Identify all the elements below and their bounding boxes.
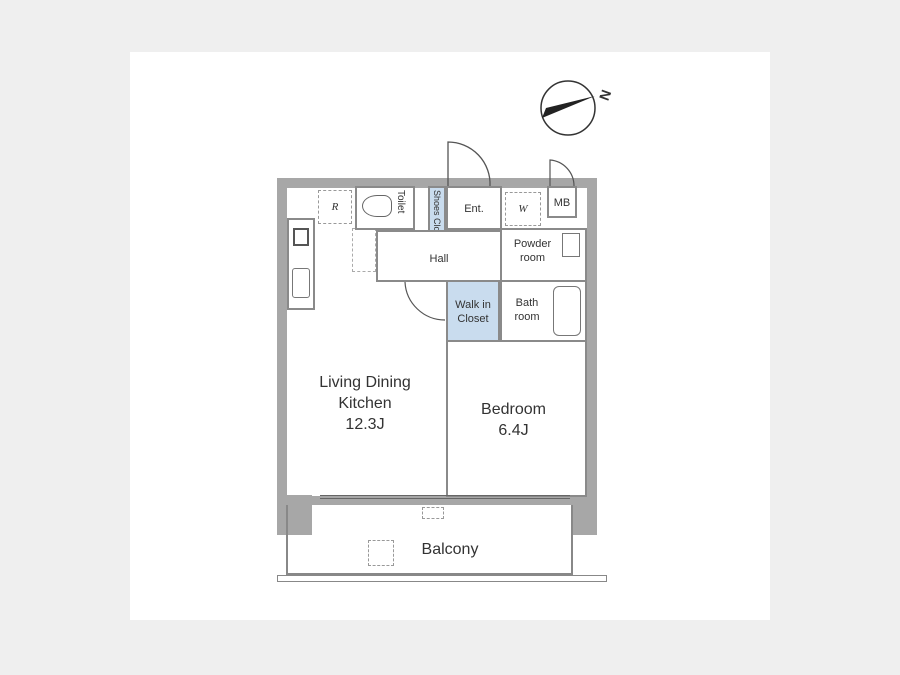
wall-pillar-left — [277, 495, 312, 535]
meter-box-label: MB — [553, 197, 571, 209]
refrigerator-label: R — [331, 201, 339, 213]
hall — [376, 230, 502, 282]
powder-room-label: Powder — [513, 238, 552, 250]
washer-label: W — [518, 203, 528, 215]
door-swing-area — [352, 228, 376, 272]
balcony — [286, 505, 573, 575]
entrance-door-icon[interactable] — [446, 138, 492, 188]
ldk-size: 12.3J — [345, 416, 385, 433]
shoes-closet-label: Shoes Clo — [432, 190, 442, 232]
compass-icon — [540, 80, 596, 136]
stove-icon — [293, 228, 309, 246]
closet-label-2: Closet — [457, 313, 489, 325]
closet-label: Walk in — [455, 299, 491, 311]
refrigerator-space — [318, 190, 352, 224]
ldk-label: Living Dining — [319, 374, 411, 391]
bathtub-icon — [553, 286, 581, 336]
bedroom-label: Bedroom — [481, 401, 546, 418]
bathroom-label: Bath — [515, 297, 539, 309]
powder-room-label-2: room — [519, 252, 546, 264]
bathroom — [500, 280, 587, 342]
bedroom-size: 6.4J — [498, 422, 529, 439]
drain-icon — [422, 507, 444, 519]
bedroom — [446, 340, 587, 497]
ldk-label-2: Kitchen — [338, 395, 392, 412]
balcony-rail — [277, 575, 607, 582]
wall-pillar-right — [573, 495, 597, 535]
meter-box — [547, 186, 577, 218]
washbasin-icon — [562, 233, 580, 257]
washer-space — [505, 192, 541, 226]
kitchen-counter — [287, 218, 315, 310]
balcony-windows — [320, 495, 570, 499]
sink-icon — [292, 268, 310, 298]
bathroom-label-2: room — [514, 311, 540, 323]
mb-door-icon[interactable] — [548, 158, 576, 188]
entrance-label: Ent. — [464, 203, 484, 215]
hall-label: Hall — [429, 253, 449, 265]
toilet-label: Toilet — [395, 190, 406, 214]
balcony-label: Balcony — [421, 541, 479, 558]
escape-hatch-icon — [368, 540, 394, 566]
ldk-door-icon[interactable] — [403, 280, 447, 322]
entrance — [446, 186, 502, 230]
walk-in-closet — [446, 280, 500, 342]
toilet-icon — [362, 195, 392, 217]
